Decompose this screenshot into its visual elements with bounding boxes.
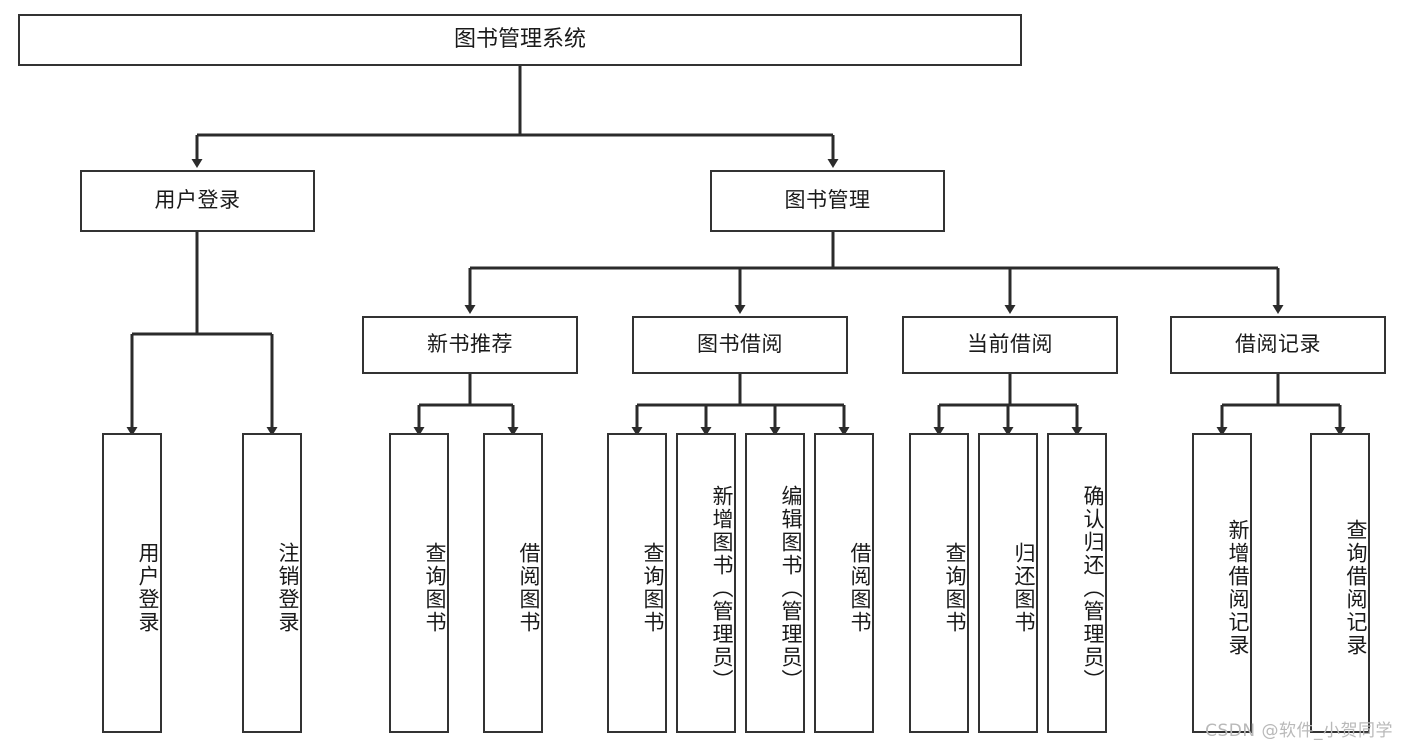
leaf-confirm-return-label: 确认归还（管理员） [1081, 484, 1105, 692]
leaf-query-book-1[interactable]: 查询图书 [389, 433, 449, 733]
node-book-borrow-label: 图书借阅 [697, 332, 783, 357]
leaf-return-book[interactable]: 归还图书 [978, 433, 1038, 733]
node-borrow-record-label: 借阅记录 [1235, 332, 1321, 357]
leaf-add-record-label: 新增借阅记录 [1226, 519, 1250, 657]
leaf-query-book-1-label: 查询图书 [423, 542, 447, 634]
leaf-query-book-3-label: 查询图书 [943, 542, 967, 634]
leaf-query-record-label: 查询借阅记录 [1344, 519, 1368, 657]
leaf-user-login[interactable]: 用户登录 [102, 433, 162, 733]
node-current-borrow[interactable]: 当前借阅 [902, 316, 1118, 374]
node-new-book-recommend-label: 新书推荐 [427, 332, 513, 357]
node-book-borrow[interactable]: 图书借阅 [632, 316, 848, 374]
leaf-add-book[interactable]: 新增图书（管理员） [676, 433, 736, 733]
node-new-book-recommend[interactable]: 新书推荐 [362, 316, 578, 374]
leaf-borrow-book-2-label: 借阅图书 [848, 542, 872, 634]
leaf-query-record[interactable]: 查询借阅记录 [1310, 433, 1370, 733]
leaf-borrow-book-2[interactable]: 借阅图书 [814, 433, 874, 733]
leaf-logout[interactable]: 注销登录 [242, 433, 302, 733]
leaf-query-book-2-label: 查询图书 [641, 542, 665, 634]
leaf-edit-book[interactable]: 编辑图书（管理员） [745, 433, 805, 733]
leaf-confirm-return[interactable]: 确认归还（管理员） [1047, 433, 1107, 733]
leaf-query-book-3[interactable]: 查询图书 [909, 433, 969, 733]
node-borrow-record[interactable]: 借阅记录 [1170, 316, 1386, 374]
node-user-login-label: 用户登录 [154, 188, 241, 213]
node-current-borrow-label: 当前借阅 [967, 332, 1053, 357]
leaf-logout-label: 注销登录 [276, 542, 300, 634]
leaf-add-record[interactable]: 新增借阅记录 [1192, 433, 1252, 733]
node-root-label: 图书管理系统 [453, 26, 586, 52]
leaf-return-book-label: 归还图书 [1012, 542, 1036, 634]
node-user-login[interactable]: 用户登录 [80, 170, 315, 232]
csdn-watermark: CSDN @软件_小贺同学 [1205, 721, 1393, 741]
node-book-manage-label: 图书管理 [784, 188, 871, 213]
leaf-borrow-book-1[interactable]: 借阅图书 [483, 433, 543, 733]
node-root[interactable]: 图书管理系统 [18, 14, 1022, 66]
leaf-user-login-label: 用户登录 [136, 542, 160, 634]
leaf-borrow-book-1-label: 借阅图书 [517, 542, 541, 634]
leaf-edit-book-label: 编辑图书（管理员） [779, 484, 803, 692]
leaf-query-book-2[interactable]: 查询图书 [607, 433, 667, 733]
leaf-add-book-label: 新增图书（管理员） [710, 484, 734, 692]
node-book-manage[interactable]: 图书管理 [710, 170, 945, 232]
